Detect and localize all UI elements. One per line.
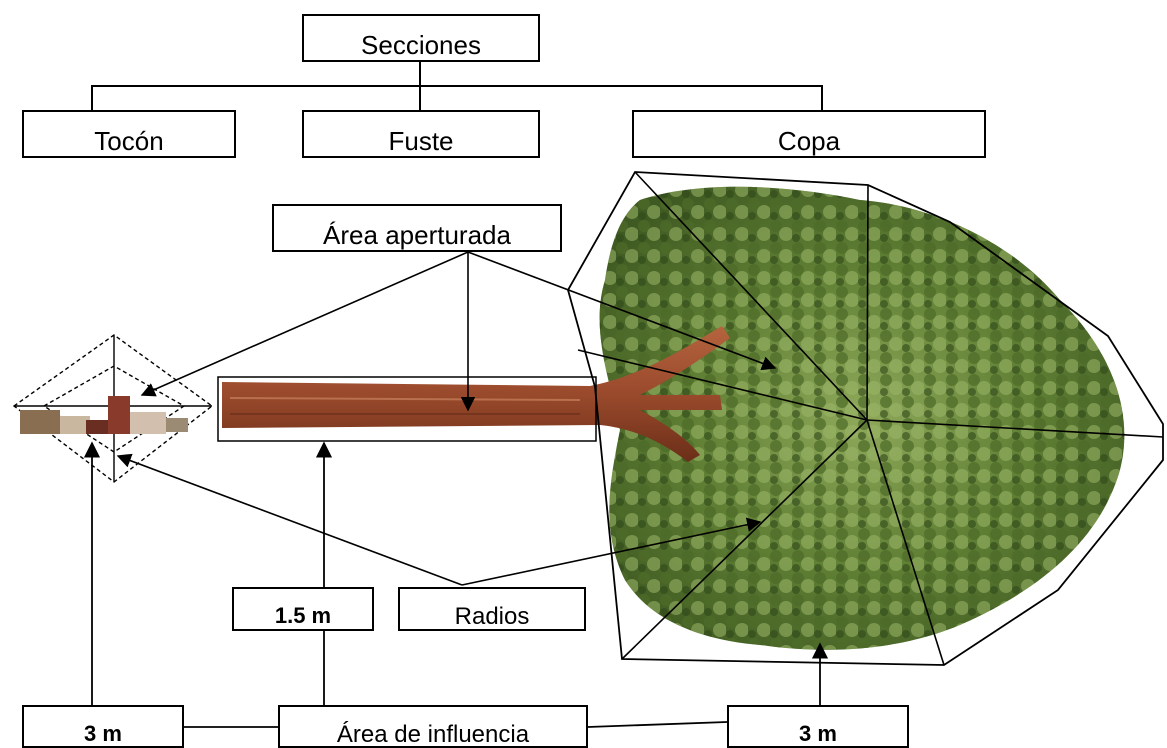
fuste-label: Fuste: [304, 126, 538, 157]
tocon-image: [20, 396, 188, 434]
radios-label: Radios: [400, 603, 584, 631]
tocon-box: Tocón: [22, 110, 236, 158]
copa-distance-label: 3 m: [729, 721, 907, 747]
tocon-distance-box: 3 m: [22, 705, 184, 748]
radios-box: Radios: [398, 587, 586, 631]
area-influencia-box: Área de influencia: [278, 705, 588, 748]
fuste-width-box: 1.5 m: [232, 587, 374, 631]
secciones-label: Secciones: [304, 30, 538, 61]
hierarchy-connectors: [92, 62, 822, 110]
fuste-box: Fuste: [302, 110, 540, 158]
tocon-distance-label: 3 m: [24, 721, 182, 747]
area-influencia-label: Área de influencia: [280, 721, 586, 748]
fuste-width-label: 1.5 m: [234, 603, 372, 629]
secciones-box: Secciones: [302, 14, 540, 62]
copa-box: Copa: [632, 110, 986, 158]
copa-distance-box: 3 m: [727, 705, 909, 748]
copa-label: Copa: [634, 126, 984, 157]
tocon-label: Tocón: [24, 126, 234, 157]
area-aperturada-box: Área aperturada: [272, 204, 562, 252]
area-aperturada-label: Área aperturada: [274, 220, 560, 251]
